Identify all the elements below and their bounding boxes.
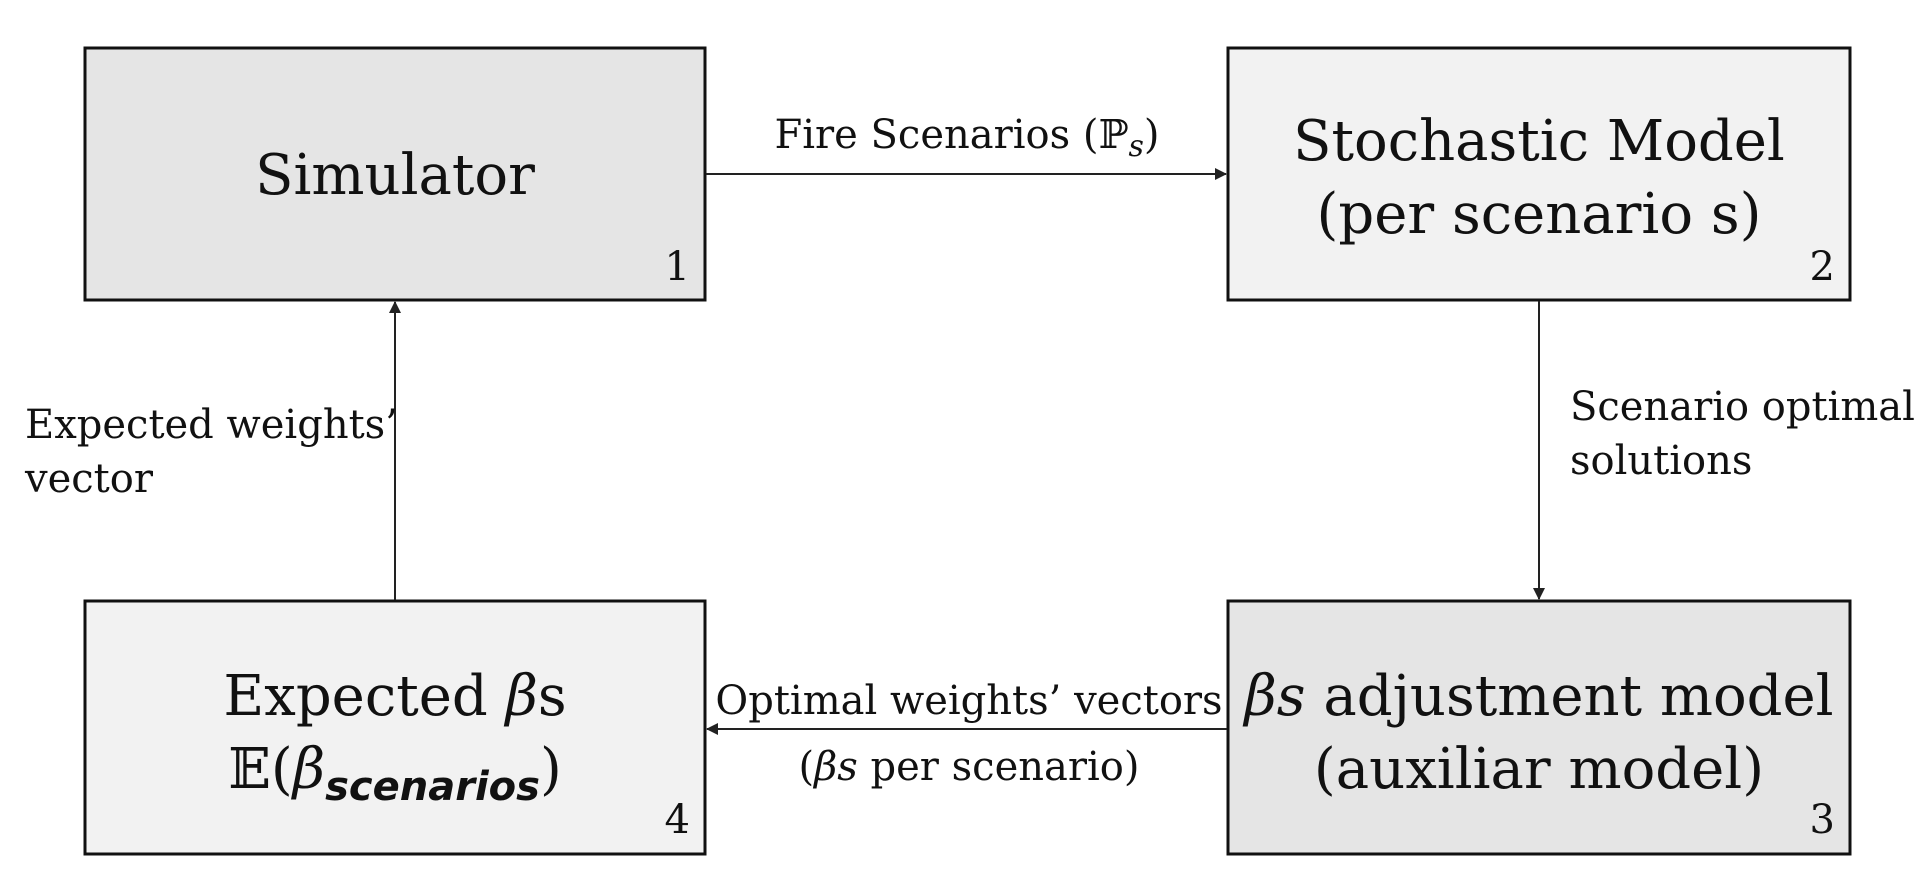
adjustment-model-box: βs adjustment model (auxiliar model) 3 [1226, 599, 1852, 856]
beta-s-suffix: s [837, 744, 858, 790]
beta-symbol: β [503, 664, 537, 729]
simulator-title: Simulator [255, 143, 535, 208]
expected-weights-label-line1: Expected weights’ [25, 402, 398, 448]
expected-betas-title: Expected βs [223, 664, 566, 729]
stochastic-model-box-number: 2 [1810, 244, 1835, 290]
adjustment-model-box-number: 3 [1810, 797, 1835, 843]
scenarios-subscript: scenarios [325, 764, 540, 810]
simulator-box: Simulator 1 [83, 46, 707, 302]
expected-betas-box-rect [83, 599, 707, 856]
expected-betas-box-number: 4 [665, 797, 690, 843]
beta-symbol: β [291, 737, 325, 802]
adjustment-model-subtitle: (auxiliar model) [1314, 737, 1764, 802]
optimal-weights-label-line1: Optimal weights’ vectors [715, 678, 1222, 724]
beta-symbol: β [812, 744, 837, 790]
stochastic-model-title: Stochastic Model [1293, 109, 1785, 174]
adjustment-model-box-rect [1226, 599, 1852, 856]
expected-weights-label-line2: vector [24, 456, 154, 502]
beta-symbol: β [1242, 664, 1276, 729]
scenario-optimal-label-line2: solutions [1570, 438, 1752, 484]
stochastic-model-subtitle: (per scenario s) [1317, 182, 1762, 247]
fire-scenarios-suffix: ) [1144, 112, 1160, 158]
expected-betas-box: Expected βs 𝔼(βscenarios) 4 [83, 599, 707, 856]
beta-s-suffix: s [1277, 664, 1306, 729]
expected-prefix: Expected [223, 664, 505, 729]
stochastic-model-box: Stochastic Model (per scenario s) 2 [1226, 46, 1852, 302]
probability-symbol: ℙ [1098, 112, 1128, 158]
simulator-box-rect [83, 46, 707, 302]
fire-scenarios-prefix: Fire Scenarios ( [774, 112, 1098, 158]
optimal-weights-label-line2: (βs per scenario) [799, 744, 1140, 790]
expectation-close: ) [540, 737, 562, 802]
adjustment-model-title-rest: adjustment model [1306, 664, 1834, 729]
optimal-weights-open: ( [799, 744, 815, 790]
stochastic-model-box-rect [1226, 46, 1852, 302]
expectation-open: 𝔼( [228, 737, 293, 802]
expected-suffix: s [538, 664, 567, 729]
probability-subscript: s [1129, 129, 1144, 164]
fire-scenarios-label: Fire Scenarios (ℙs) [774, 112, 1159, 164]
scenario-optimal-label-line1: Scenario optimal [1570, 384, 1915, 430]
expected-betas-formula: 𝔼(βscenarios) [228, 737, 562, 810]
optimal-weights-rest: per scenario) [858, 744, 1140, 790]
adjustment-model-title: βs adjustment model [1242, 664, 1833, 729]
simulator-box-number: 1 [665, 244, 690, 290]
